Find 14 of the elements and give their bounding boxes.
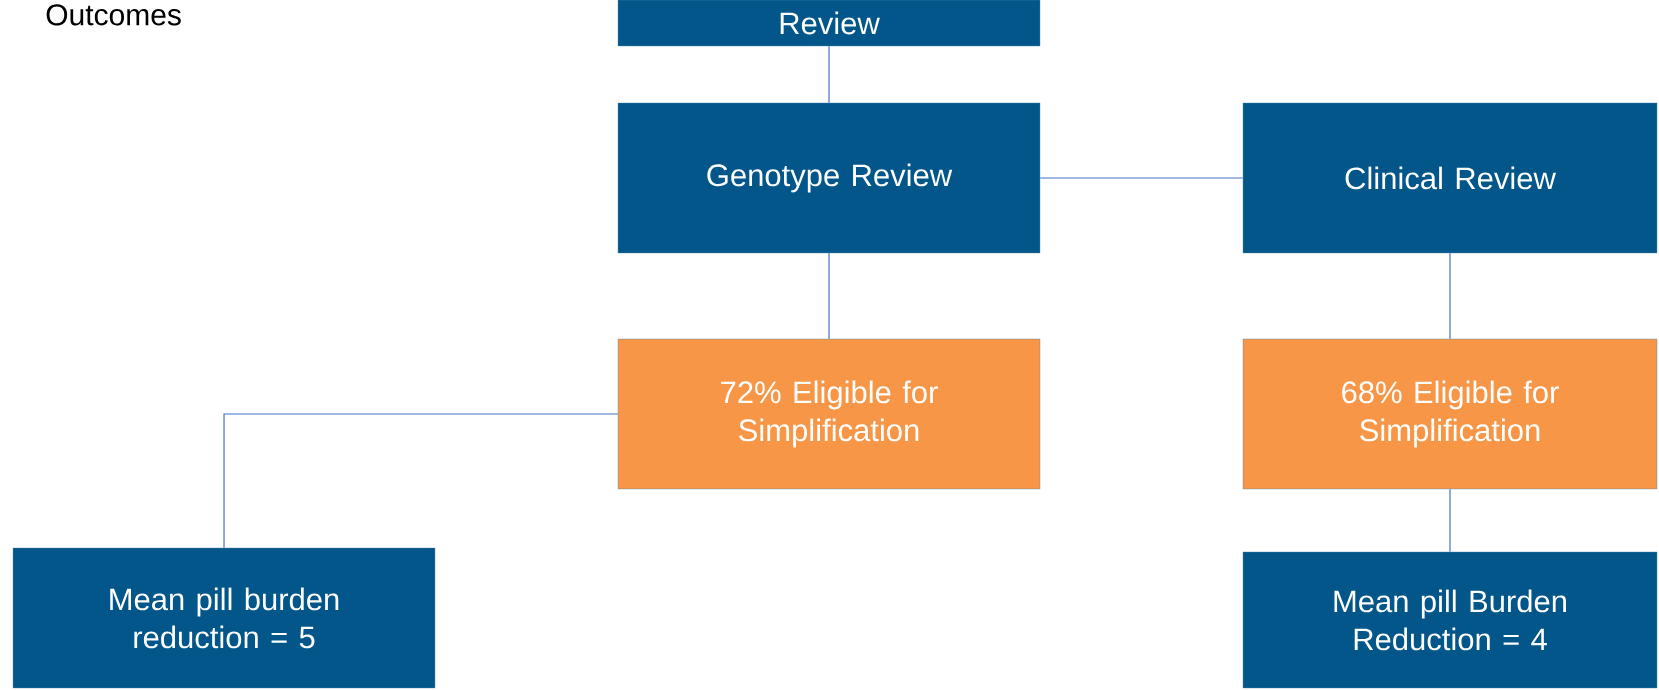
- connector-line: [1039, 177, 1244, 179]
- process-box: Clinical Review: [1242, 102, 1658, 254]
- heading-text: Outcomes: [46, 4, 181, 26]
- process-box: 68% Eligible for Simplification: [1242, 338, 1658, 490]
- process-box: Genotype Review: [617, 102, 1041, 254]
- connector-line: [1449, 488, 1451, 553]
- process-box: Review: [617, 0, 1041, 47]
- process-box: 72% Eligible for Simplification: [617, 338, 1041, 490]
- connector-line: [828, 252, 830, 340]
- connector-line: [1449, 252, 1451, 340]
- connector-line: [828, 45, 830, 104]
- process-box: Mean pill Burden Reduction = 4: [1242, 551, 1658, 689]
- connector-line: [223, 413, 619, 549]
- process-box: Mean pill burden reduction = 5: [12, 547, 436, 689]
